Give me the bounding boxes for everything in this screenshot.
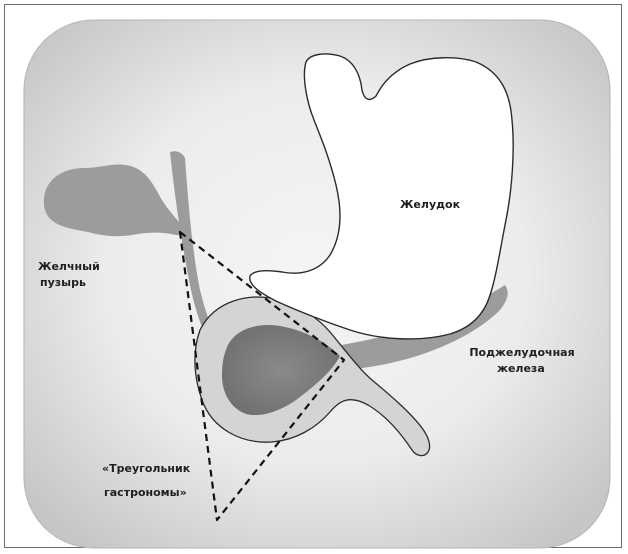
pancreas-label-line1: Поджелудочная	[469, 346, 574, 359]
gallbladder-label-line2: пузырь	[40, 276, 86, 289]
triangle-label-line2: гастрономы»	[104, 486, 187, 499]
gallbladder-label-line1: Желчный	[38, 260, 100, 273]
pancreas-label-line2: железа	[497, 362, 545, 375]
stomach-label: Желудок	[400, 198, 461, 211]
triangle-label-line1: «Треугольник	[102, 462, 191, 475]
